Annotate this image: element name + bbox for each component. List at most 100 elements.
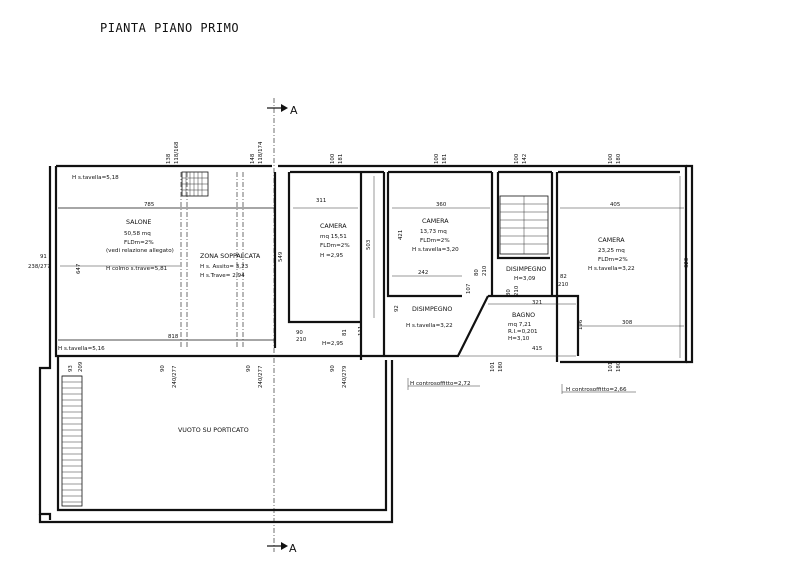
dim-107: 107 [466, 284, 472, 294]
dim-818: 818 [168, 334, 179, 340]
dim-80-a: 80 [474, 269, 480, 276]
salone-note: (vedi relazione allegato) [106, 248, 174, 254]
section-label-bottom: A [289, 542, 297, 555]
room-camera-1: CAMERA mq 15,51 FLDm=2% H =2,95 [320, 223, 350, 259]
bagno-name: BAGNO [512, 312, 535, 319]
dim-90-d: 90 [330, 365, 336, 372]
stair-disimpegno [499, 195, 549, 255]
dim-181-a: 181 [338, 154, 344, 164]
camera2-fldm: FLDm=2% [420, 238, 450, 244]
dim-100-a: 100 [330, 153, 336, 164]
camera3-area: 23,25 mq [598, 248, 625, 254]
controsoffitto-2: H controsoffitto=2,66 [566, 387, 627, 393]
height-note-1: H s.tavella=5,18 [72, 175, 119, 181]
dim-90-a: 90 [296, 330, 303, 336]
camera2-name: CAMERA [422, 218, 449, 225]
dim-210-d: 210 [296, 337, 307, 343]
room-disimpegno-1: DISIMPEGNO H=3,09 [506, 266, 546, 282]
bagno-area: mq 7,21 [508, 322, 532, 328]
room-bagno: BAGNO mq 7,21 R.I.=0,201 H=3,10 [508, 312, 538, 342]
dim-148: 148 [250, 153, 256, 164]
room-zona-soppalcata: ZONA SOPPALCATA H s. Assito= 3,23 H s.Tr… [200, 253, 261, 279]
salone-h-colmo: H colmo s.trave=5,81 [106, 266, 168, 272]
dim-138: 138 [166, 153, 172, 164]
upper-floor-walls [48, 164, 694, 364]
dim-82: 82 [560, 274, 567, 280]
dim-785: 785 [144, 202, 154, 208]
dim-101-b: 101 [608, 362, 614, 372]
salone-area: 50,58 mq [124, 231, 151, 237]
height-note-3: H=2,95 [322, 341, 344, 347]
salone-name: SALONE [126, 219, 151, 226]
disimpegno2-name: DISIMPEGNO [412, 306, 452, 313]
room-camera-2: CAMERA 13,73 mq FLDm=2% H s.tavella=3,20 [412, 218, 459, 253]
dim-240-279: 240/279 [342, 365, 348, 388]
camera1-name: CAMERA [320, 223, 347, 230]
dim-101-a: 101 [490, 362, 496, 372]
dim-92: 92 [394, 305, 400, 312]
dim-196: 196 [578, 319, 584, 330]
dim-308: 308 [622, 320, 633, 326]
dim-415: 415 [532, 346, 542, 352]
dim-90-b: 90 [160, 365, 166, 372]
lower-walls [38, 356, 394, 524]
dim-100-b: 100 [434, 153, 440, 164]
dim-111: 111 [358, 326, 364, 336]
dim-238: 238/277 [28, 264, 50, 270]
dim-321: 321 [532, 300, 542, 306]
dim-180-b: 180 [498, 361, 504, 372]
camera2-area: 13,73 mq [420, 229, 447, 235]
dim-421: 421 [398, 230, 404, 240]
dim-81: 81 [342, 329, 348, 336]
camera2-height: H s.tavella=3,20 [412, 247, 459, 253]
height-note-2: H s.tavella=5,16 [58, 346, 105, 352]
camera1-fldm: FLDm=2% [320, 243, 350, 249]
dim-118-174: 118/174 [258, 141, 264, 164]
vuoto-name: VUOTO SU PORTICATO [178, 427, 249, 434]
disimpegno1-name: DISIMPEGNO [506, 266, 546, 273]
dim-210-b: 210 [558, 282, 569, 288]
camera3-fldm: FLDm=2% [598, 257, 628, 263]
dim-647: 647 [76, 264, 82, 274]
dim-93: 93 [68, 365, 74, 372]
dim-311: 311 [316, 198, 326, 204]
bagno-ri: R.I.=0,201 [508, 329, 538, 335]
plan-title: PIANTA PIANO PRIMO [100, 21, 239, 35]
salone-fldm: FLDm=2% [124, 240, 154, 246]
camera3-height: H s.tavella=3,22 [588, 266, 635, 272]
camera1-area: mq 15,51 [320, 234, 347, 240]
disimpegno1-height: H=3,09 [514, 276, 536, 282]
camera1-height: H =2,95 [320, 253, 344, 259]
room-camera-3: CAMERA 23,25 mq FLDm=2% H s.tavella=3,22 [588, 237, 635, 272]
dim-118-168: 118/168 [174, 141, 180, 164]
dim-142: 142 [522, 154, 528, 164]
dim-100-d: 100 [608, 153, 614, 164]
beams [58, 172, 274, 348]
dim-180-c: 180 [616, 361, 622, 372]
dim-181-b: 181 [442, 154, 448, 164]
room-vuoto: VUOTO SU PORTICATO [178, 427, 249, 434]
camera3-name: CAMERA [598, 237, 625, 244]
zona-soppalcata-trave: H s.Trave= 2,94 [200, 273, 245, 279]
dim-180: 180 [616, 153, 622, 164]
dim-91: 91 [40, 254, 47, 260]
dim-242: 242 [418, 270, 428, 276]
room-disimpegno-2: DISIMPEGNO H s.tavella=3,22 [406, 306, 453, 329]
controsoffitto-1: H controsoffitto=2,72 [410, 381, 471, 387]
bagno-height: H=3,10 [508, 336, 530, 342]
section-label-top: A [290, 104, 298, 117]
dim-80-b: 80 [506, 289, 512, 296]
dim-240-277-a: 240/277 [172, 366, 178, 388]
stair-lower [62, 381, 82, 503]
dimension-lines [293, 176, 684, 358]
dim-405: 405 [610, 202, 620, 208]
disimpegno2-height: H s.tavella=3,22 [406, 323, 453, 329]
dim-360: 360 [436, 202, 447, 208]
zona-soppalcata-name: ZONA SOPPALCATA [200, 253, 261, 260]
room-salone: SALONE 50,58 mq FLDm=2% (vedi relazione … [106, 219, 174, 272]
dim-549: 549 [278, 251, 284, 262]
dim-623: 623 [684, 258, 690, 268]
dim-240-277-b: 240/277 [258, 366, 264, 388]
dim-209: 209 [78, 361, 84, 372]
